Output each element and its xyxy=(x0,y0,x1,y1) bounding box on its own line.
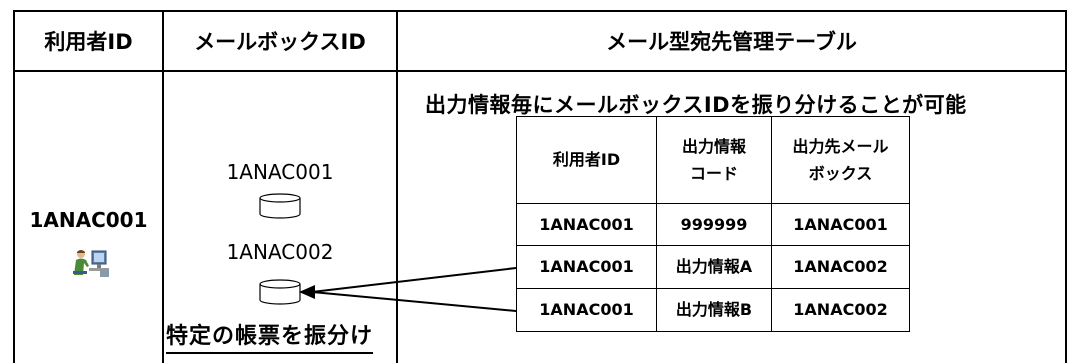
mailbox-id-1: 1ANAC001 xyxy=(226,160,334,184)
table-header-destination-mailbox: 出力先メール ボックス xyxy=(771,116,910,204)
mail-destination-table: 利用者ID 出力情報 コード 出力先メール ボックス 1ANAC001 9999… xyxy=(516,116,910,332)
table-cell: 出力情報B xyxy=(656,288,772,332)
table-cell: 1ANAC001 xyxy=(516,245,657,289)
arrow-head xyxy=(299,285,315,299)
outer-top-border xyxy=(13,10,1067,12)
header-table-name: メール型宛先管理テーブル xyxy=(606,30,857,54)
table-cell: 1ANAC002 xyxy=(771,288,910,332)
header-user-id: 利用者ID xyxy=(44,30,133,54)
table-cell: 1ANAC001 xyxy=(516,203,657,246)
table-cell: 1ANAC002 xyxy=(771,245,910,289)
outer-left-border xyxy=(13,10,15,363)
table-row: 1ANAC001 出力情報B 1ANAC002 xyxy=(516,288,910,332)
table-header-row: 利用者ID 出力情報 コード 出力先メール ボックス xyxy=(516,116,910,204)
column-divider-1 xyxy=(162,10,164,363)
destination-mailbox-header-label: 出力先メール ボックス xyxy=(792,136,889,183)
mailbox-2-database-icon xyxy=(259,279,301,305)
table-cell: 1ANAC001 xyxy=(516,288,657,332)
mailbox-id-2: 1ANAC002 xyxy=(226,240,334,264)
table-cell: 999999 xyxy=(656,203,772,246)
user-computer-icon xyxy=(73,250,109,277)
table-row: 1ANAC001 出力情報A 1ANAC002 xyxy=(516,245,910,289)
caption-text: 出力情報毎にメールボックスIDを振り分けることが可能 xyxy=(425,93,967,117)
header-divider xyxy=(13,70,1067,72)
output-code-header-label: 出力情報 コード xyxy=(681,136,746,183)
arrow-line-from-row-b xyxy=(311,291,517,312)
column-divider-2 xyxy=(396,10,398,363)
arrow-line-from-row-a xyxy=(311,267,517,293)
user-id-value: 1ANAC001 xyxy=(29,208,148,232)
header-mailbox-id: メールボックスID xyxy=(194,30,366,54)
mailbox-1-database-icon xyxy=(259,193,301,219)
table-cell: 出力情報A xyxy=(656,245,772,289)
table-header-output-code: 出力情報 コード xyxy=(656,116,772,204)
note-text: 特定の帳票を振分け xyxy=(166,318,374,354)
outer-right-border xyxy=(1065,10,1067,363)
